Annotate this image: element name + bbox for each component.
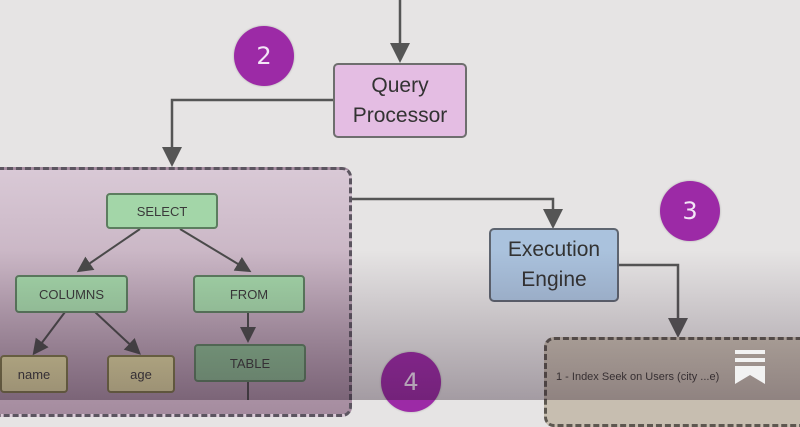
tree-node-age: age	[107, 355, 175, 393]
execution-plan-step-1: 1 - Index Seek on Users (city ...e)	[556, 371, 720, 383]
edge-select-from	[179, 228, 252, 273]
edge-columns-age	[94, 311, 141, 355]
query-processor-box: Query Processor	[333, 63, 467, 138]
parse-tree-edges	[32, 228, 256, 400]
arrow-execution-engine-to-plan	[619, 263, 688, 338]
execution-engine-label-line2: Engine	[521, 268, 587, 291]
step-badge-3: 3	[660, 181, 720, 241]
step-badge-2: 2	[234, 26, 294, 86]
execution-engine-label-line1: Execution	[507, 238, 601, 261]
tree-node-table: TABLE	[194, 344, 306, 382]
bookmark-icon[interactable]	[735, 350, 765, 384]
edge-columns-name	[32, 311, 66, 356]
tree-node-from: FROM	[193, 275, 305, 313]
connectors	[162, 0, 688, 338]
execution-engine-box: Execution Engine	[489, 228, 619, 302]
tree-node-select: SELECT	[106, 193, 218, 229]
query-processor-label-line2: Processor	[352, 103, 448, 127]
tree-node-columns: COLUMNS	[15, 275, 128, 313]
query-processor-label-line1: Query	[371, 73, 429, 97]
tree-node-name: name	[0, 355, 68, 393]
edge-select-columns	[76, 228, 141, 273]
arrow-parse-tree-to-execution-engine	[352, 197, 563, 229]
arrow-query-processor-to-parse-tree	[162, 98, 333, 167]
